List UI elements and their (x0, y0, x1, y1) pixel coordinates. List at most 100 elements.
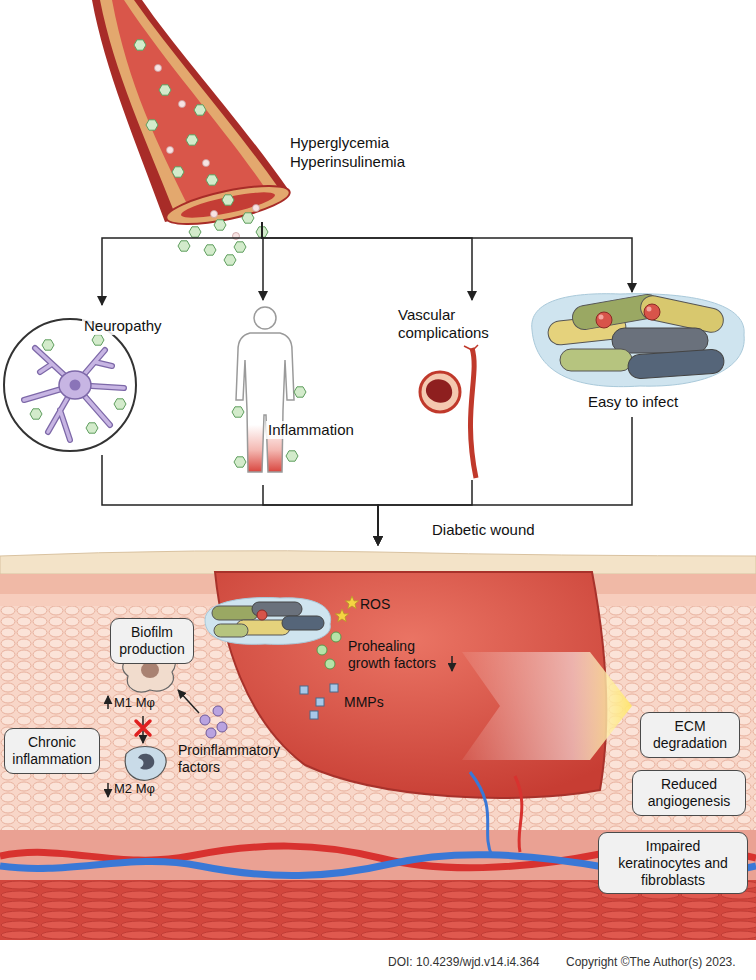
connector-arrow (262, 222, 472, 300)
factor-label: MMPs (344, 694, 384, 711)
wound-factors (217, 722, 227, 732)
neuron-illustration (4, 319, 136, 451)
skin-cross-section (0, 560, 756, 940)
wound-factors (345, 596, 358, 609)
connector-arrow (378, 417, 632, 545)
connector-arrow (262, 222, 632, 292)
wound-factors (310, 711, 318, 719)
human-figure (254, 307, 276, 329)
box-label: Reduced angiogenesis (639, 776, 739, 810)
citation-text: DOI: 10.4239/wjd.v14.i4.364 (388, 955, 539, 969)
factor-label: M1 Mφ (114, 695, 155, 711)
neuron-illustration (24, 348, 124, 440)
blood-vessel (194, 105, 206, 115)
human-figure (286, 451, 298, 461)
wound-factors (330, 684, 338, 692)
blood-vessel (172, 167, 184, 177)
blood-vessel (214, 220, 226, 230)
neuron-illustration (30, 409, 42, 419)
blood-vessel (179, 101, 186, 108)
wound-factors (213, 706, 223, 716)
blood-vessel (222, 195, 234, 205)
vascular-illustration (464, 345, 478, 350)
macrophages (108, 649, 175, 797)
blood-vessel (211, 211, 218, 218)
macrophages (107, 696, 109, 709)
biofilm-illustration (205, 598, 331, 645)
figure-label: Hyperinsulinemia (290, 153, 405, 171)
wound-factors (335, 609, 348, 622)
blood-vessel (179, 187, 276, 223)
skin-cross-section (470, 772, 492, 856)
wound-factors (316, 698, 324, 706)
figure-label: Neuropathy (82, 317, 164, 335)
macrophages (107, 783, 109, 797)
blood-vessel (100, 0, 280, 214)
macrophages (138, 754, 154, 770)
factor-label: ROS (360, 596, 390, 613)
factor-label: Prohealing growth factors (348, 638, 450, 672)
blood-vessel (204, 245, 216, 255)
biofilm-illustration (257, 610, 267, 620)
skin-cross-section (515, 776, 522, 852)
neuron-illustration (24, 348, 124, 440)
human-figure (232, 307, 306, 472)
figure-label: Easy to infect (588, 393, 678, 411)
skin-cross-section (0, 551, 756, 940)
bacteria-illustration (596, 312, 612, 328)
neuron-illustration (114, 399, 126, 409)
box-label: ECM degradation (647, 718, 733, 752)
blood-vessel (186, 135, 198, 145)
bacteria-illustration (612, 328, 708, 353)
blood-vessel (167, 147, 174, 154)
figure-label: Vascular complications (398, 306, 500, 342)
connector-arrow (263, 485, 378, 545)
bacteria-illustration (647, 307, 652, 312)
wound-factors (451, 656, 453, 671)
vascular-illustration (470, 348, 476, 478)
vessel-illustration: HyperglycemiaHyperinsulinemia (90, 0, 440, 222)
bacteria-illustration (644, 304, 660, 320)
blood-vessel (224, 255, 236, 265)
macrophages (141, 662, 159, 678)
process-box: Chronic inflammation (4, 728, 100, 774)
infection-figure: Easy to infect (530, 292, 745, 417)
blood-vessel (253, 205, 260, 212)
neuron-illustration (86, 423, 98, 433)
blood-vessel (234, 242, 246, 252)
box-label: Chronic inflammation (11, 734, 93, 768)
wound-factors (200, 715, 210, 725)
wound-factors (300, 686, 308, 694)
process-box: Biofilm production (110, 618, 194, 664)
neuropathy-figure: Neuropathy (4, 305, 169, 455)
bacteria-illustration (627, 349, 724, 380)
factor-label: Proinflammatory factors (178, 742, 298, 776)
blood-vessel (146, 120, 158, 130)
figure-label: Inflammation (266, 421, 356, 439)
box-label: Impaired keratinocytes and fibroblasts (605, 838, 741, 888)
neuron-illustration (4, 319, 136, 451)
blood-vessel (178, 241, 190, 251)
wound-factors (317, 645, 327, 655)
biofilm-illustration (205, 598, 331, 645)
wound-factors (178, 690, 199, 713)
biofilm-illustration (214, 624, 248, 637)
macrophages (136, 721, 150, 735)
process-box: ECM degradation (640, 712, 740, 758)
process-box: Impaired keratinocytes and fibroblasts (598, 832, 748, 894)
human-figure (294, 387, 306, 397)
blood-vessel (242, 213, 254, 223)
blood-vessel (112, 0, 265, 206)
wound-factors (331, 632, 341, 642)
vascular-illustration (420, 372, 460, 412)
neuron-illustration (42, 340, 54, 350)
biofilm-illustration (282, 616, 324, 630)
macrophages (125, 747, 166, 781)
neuron-illustration (59, 371, 91, 399)
blood-vessel (206, 175, 218, 185)
neuron-illustration (24, 348, 124, 440)
citation-text: Copyright ©The Author(s) 2023. (566, 955, 736, 969)
wound-factors (206, 728, 216, 738)
